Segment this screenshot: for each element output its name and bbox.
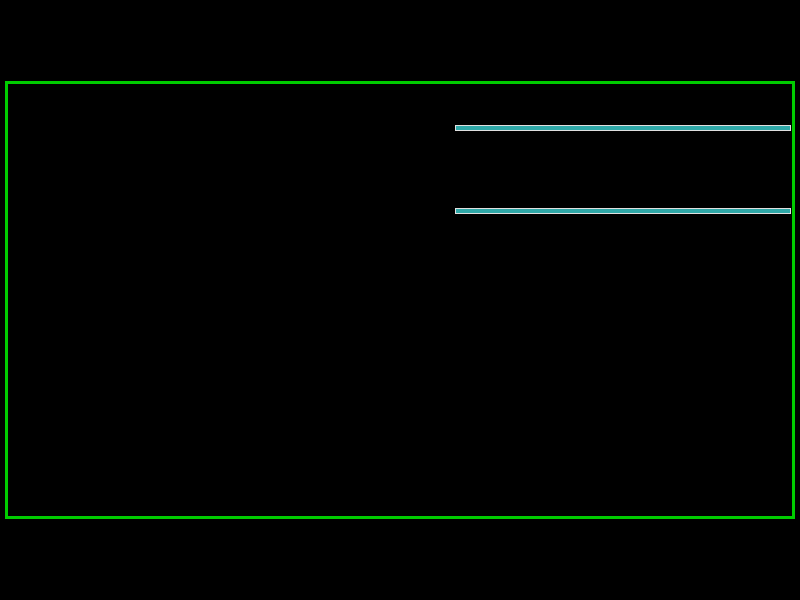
horizontal-teal-line-bottom (455, 208, 791, 214)
green-rectangle-outline (5, 81, 795, 519)
horizontal-teal-line-top (455, 125, 791, 131)
